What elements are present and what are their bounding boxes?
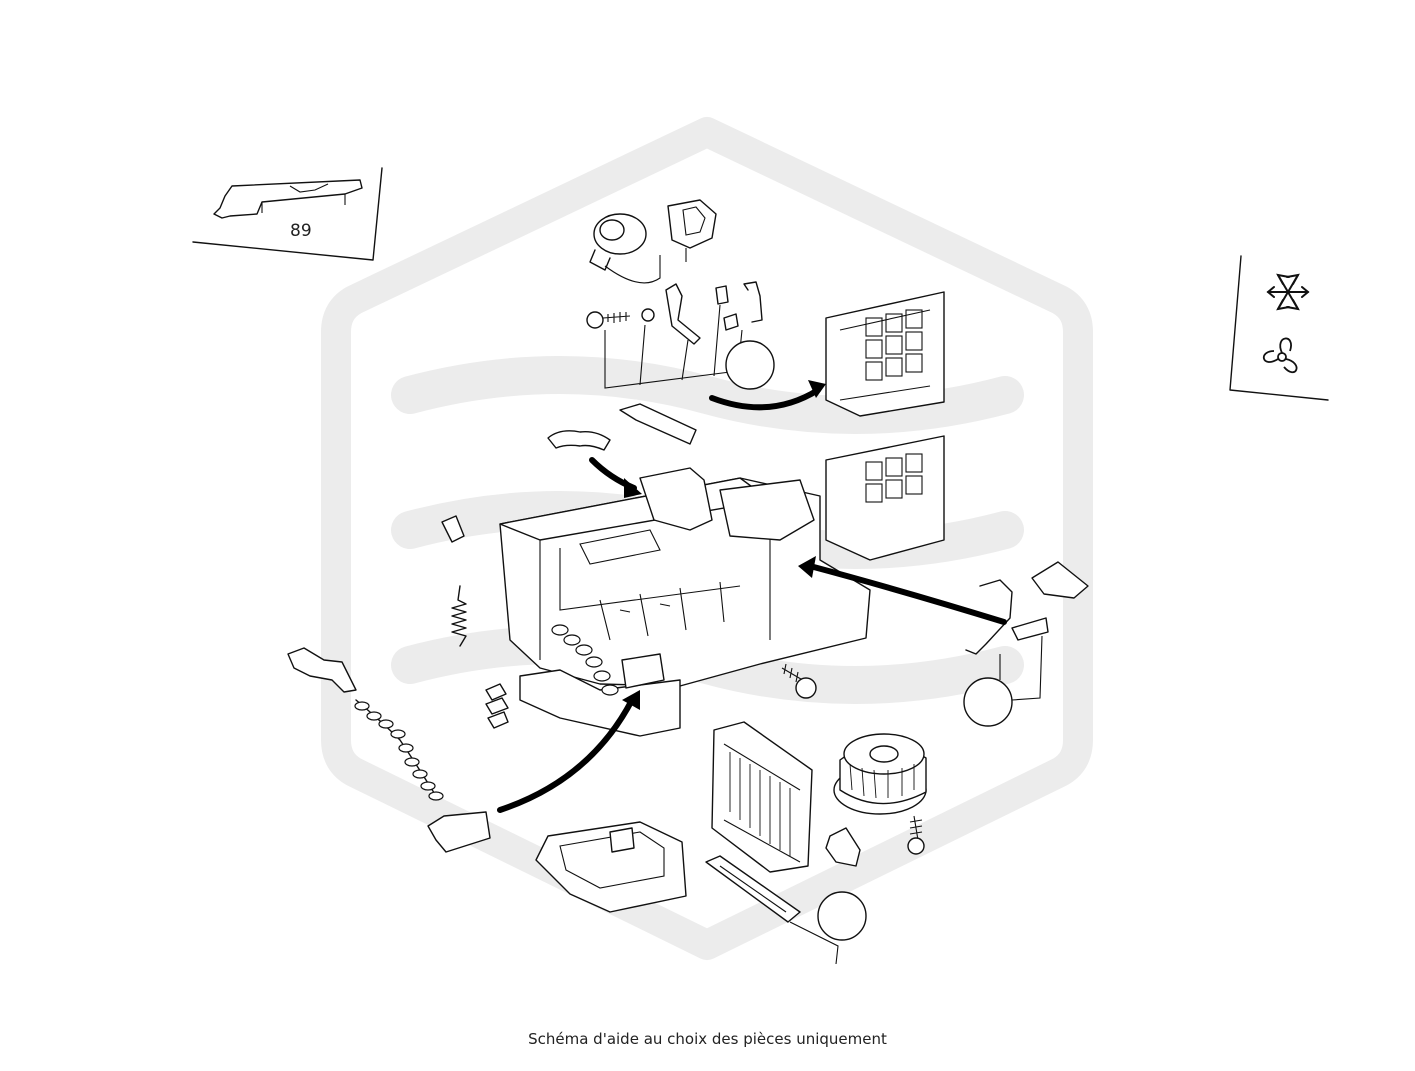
- sensor-harness: [287, 647, 491, 853]
- fan-icon: [1263, 337, 1298, 374]
- clip-parts-upper: [547, 403, 697, 451]
- callout-frame-icons: [1229, 255, 1329, 401]
- callout-number: 89: [290, 221, 312, 241]
- arrowhead-top-right: [808, 380, 826, 398]
- right-actuator-group: [963, 561, 1089, 727]
- seal-strip: [705, 855, 867, 965]
- lower-housing-box: [535, 821, 687, 913]
- housing-harness: [551, 624, 619, 696]
- arrowhead-resistor: [622, 690, 640, 710]
- snowflake-icon: [1266, 273, 1310, 311]
- bolt-center: [781, 663, 817, 699]
- left-small-parts: [441, 515, 509, 729]
- screws-clips-row: [586, 281, 775, 390]
- arrowhead-right: [798, 556, 816, 578]
- arrowhead-clip: [624, 478, 642, 498]
- bracket-part-89: [213, 179, 363, 219]
- heater-core: [711, 721, 813, 873]
- arrow-right-to-housing: [807, 563, 1007, 625]
- diagram-caption: Schéma d'aide au choix des pièces unique…: [528, 1030, 887, 1048]
- blower-motor: [833, 733, 927, 815]
- callout-frame-89: 89: [192, 167, 383, 261]
- arrow-resistor-to-housing: [497, 697, 635, 813]
- bottom-small-parts: [825, 815, 925, 867]
- air-duct-upper: [825, 291, 945, 417]
- arrow-top-right: [709, 387, 821, 411]
- actuator-motor-group: [589, 199, 717, 284]
- main-hvac-housing: [499, 435, 945, 737]
